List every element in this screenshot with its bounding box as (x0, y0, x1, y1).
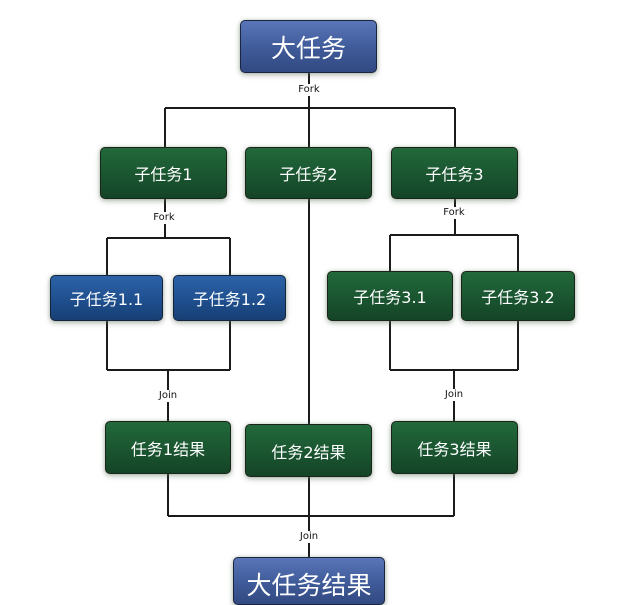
subtask-3-1-node: 子任务3.1 (327, 271, 453, 321)
big-task-label: 大任务 (270, 33, 346, 63)
task-2-result-node: 任务2结果 (245, 424, 372, 477)
subtask-1-1-node: 子任务1.1 (50, 275, 163, 321)
subtask-3-2-label: 子任务3.2 (481, 288, 555, 307)
subtask-1-2-node: 子任务1.2 (173, 275, 286, 321)
big-task-node: 大任务 (240, 20, 377, 73)
join-label-bottom: Join (297, 531, 321, 543)
task-3-result-node: 任务3结果 (391, 421, 518, 474)
big-task-result-node: 大任务结果 (233, 557, 385, 605)
fork-label-left: Fork (151, 212, 177, 224)
fork-join-diagram: 大任务 子任务1 子任务2 子任务3 子任务1.1 子任务1.2 子任务3.1 … (50, 20, 575, 605)
subtask-1-2-label: 子任务1.2 (192, 290, 267, 309)
subtask-2-label: 子任务2 (279, 165, 338, 184)
task-3-result-label: 任务3结果 (417, 439, 492, 459)
fork-label-right: Fork (441, 207, 467, 219)
subtask-3-1-label: 子任务3.1 (353, 288, 427, 307)
subtask-1-node: 子任务1 (100, 147, 227, 199)
big-task-result-label: 大任务结果 (246, 571, 372, 600)
task-1-result-node: 任务1结果 (105, 421, 231, 474)
subtask-1-1-label: 子任务1.1 (69, 290, 144, 309)
join-label-right: Join (442, 389, 466, 401)
subtask-2-node: 子任务2 (245, 147, 372, 199)
subtask-3-node: 子任务3 (391, 147, 518, 199)
connector-lines (106, 72, 519, 558)
subtask-3-2-node: 子任务3.2 (461, 271, 575, 321)
task-2-result-label: 任务2结果 (271, 442, 346, 462)
subtask-1-label: 子任务1 (134, 165, 193, 184)
task-1-result-label: 任务1结果 (130, 439, 206, 459)
fork-label-top: Fork (296, 84, 322, 96)
subtask-3-label: 子任务3 (425, 165, 484, 184)
join-label-left: Join (156, 390, 180, 402)
